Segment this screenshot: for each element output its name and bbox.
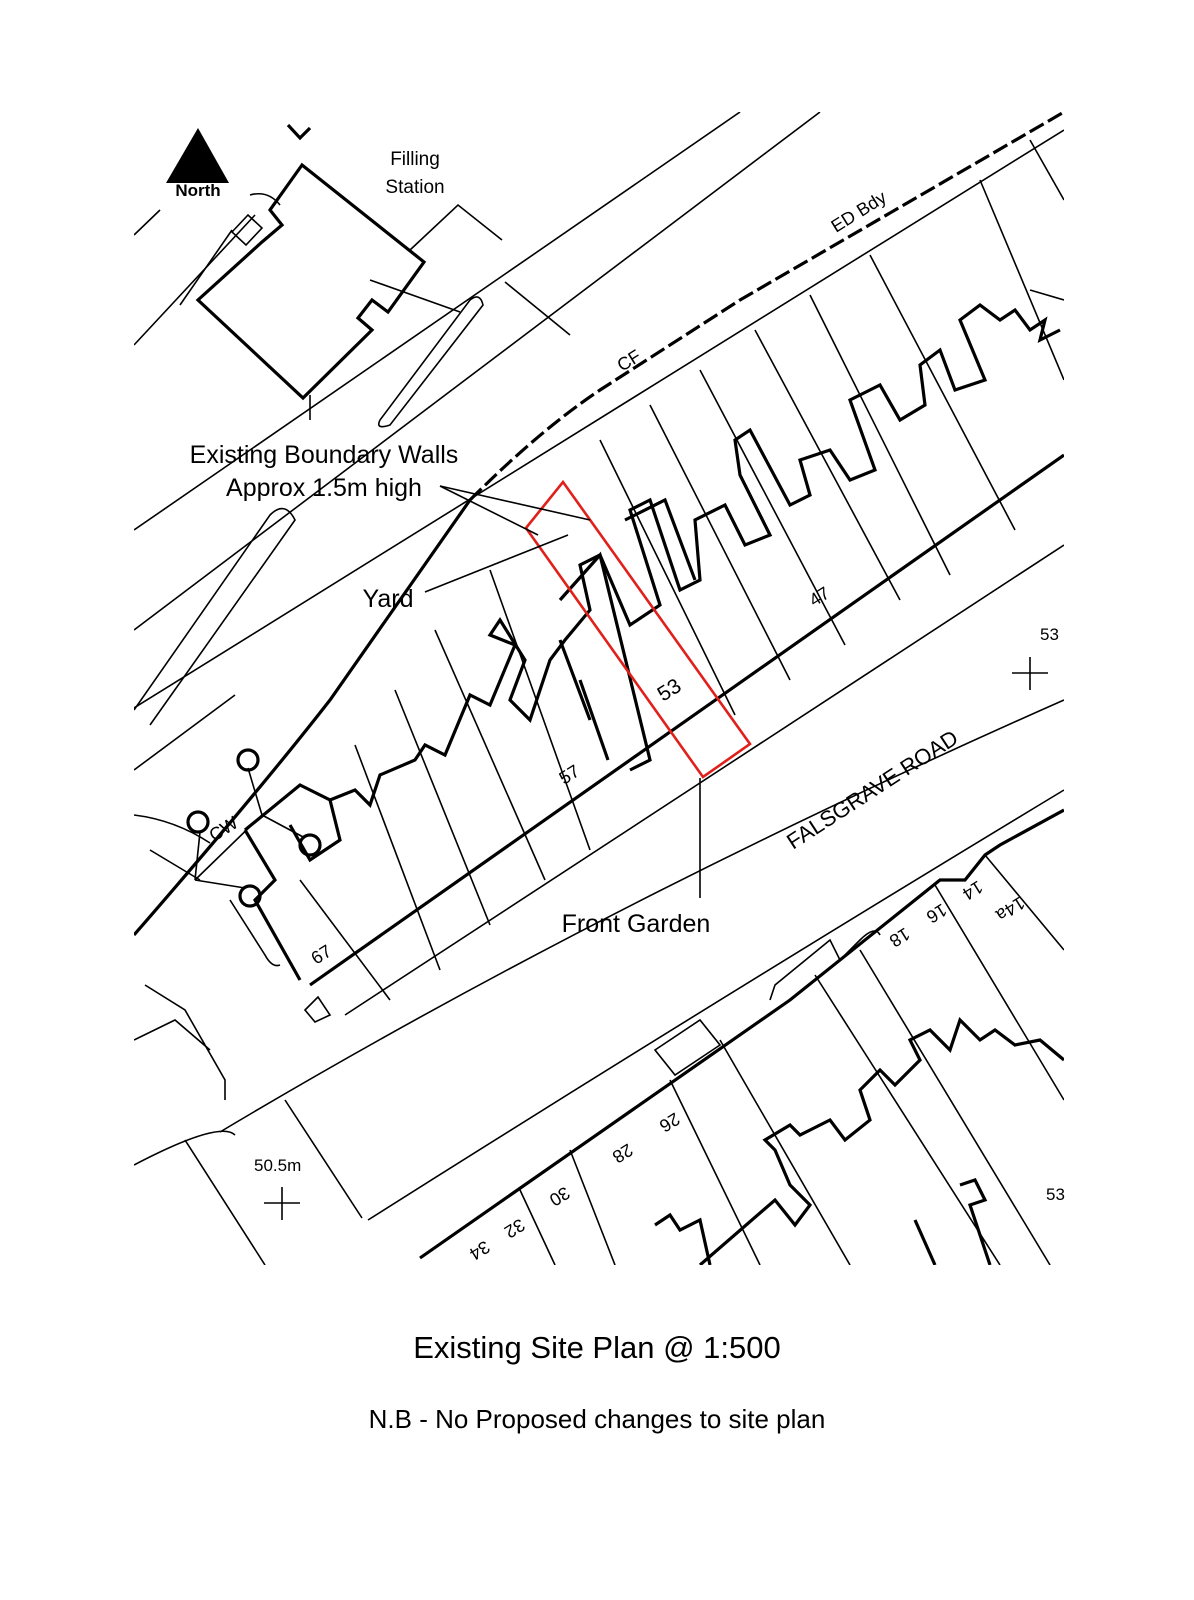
spot-height-crosses	[264, 657, 1048, 1220]
upper-road-edge	[134, 112, 821, 631]
spot-height-right: 53	[1040, 625, 1059, 644]
road-name-label: FALSGRAVE ROAD	[782, 725, 962, 854]
filling-station-label-2: Station	[385, 177, 444, 198]
south-terrace-rear-outline	[698, 1017, 1064, 1265]
annotation-leaders	[424, 485, 701, 898]
south-plot-dividers	[519, 854, 1064, 1265]
north-label: North	[175, 181, 220, 200]
house-number: 67	[308, 941, 336, 969]
cw-markers	[186, 748, 322, 908]
walls-annotation: Existing Boundary Walls	[190, 441, 459, 469]
road-edge	[134, 1130, 236, 1166]
road-edge	[367, 789, 1064, 1221]
spot-height-left: 50.5m	[254, 1156, 301, 1175]
house-number: 18	[886, 924, 914, 952]
house-number: 26	[656, 1109, 684, 1137]
south-front-wall	[769, 930, 881, 1001]
filling-station-label: Filling	[390, 149, 440, 170]
ed-bdy-label: ED Bdy	[828, 187, 890, 236]
map-linework	[134, 112, 1064, 1265]
house-number: 14a	[992, 893, 1029, 926]
cf-label: CF	[614, 346, 645, 376]
yard-annotation: Yard	[363, 585, 414, 613]
house-number: 28	[609, 1140, 637, 1168]
site-outline	[524, 479, 752, 779]
house-number: 34	[466, 1237, 494, 1265]
map-labels: Filling Station ED Bdy CF CW Existing Bo…	[190, 149, 1065, 1264]
north-terrace-rear-outline	[329, 303, 1061, 808]
upper-road-edge	[134, 112, 741, 531]
north-arrow: North	[166, 128, 229, 200]
upper-road-edge	[134, 129, 1064, 709]
house-number-site: 53	[653, 674, 685, 706]
road-edge	[219, 699, 1064, 1133]
filling-station-building	[195, 162, 427, 401]
ed-boundary	[468, 112, 1064, 502]
north-plot-dividers	[299, 139, 1064, 1001]
house-number: 47	[806, 583, 834, 611]
walls-annotation-2: Approx 1.5m high	[226, 474, 422, 502]
north-arrow-icon	[166, 128, 229, 183]
spot-height-edge: 53	[1046, 1185, 1065, 1204]
front-garden-annotation: Front Garden	[562, 910, 711, 938]
house-number: 32	[501, 1215, 529, 1243]
plan-title: Existing Site Plan @ 1:500	[413, 1330, 781, 1365]
house-number: 30	[546, 1183, 574, 1211]
plan-note: N.B - No Proposed changes to site plan	[368, 1404, 826, 1434]
